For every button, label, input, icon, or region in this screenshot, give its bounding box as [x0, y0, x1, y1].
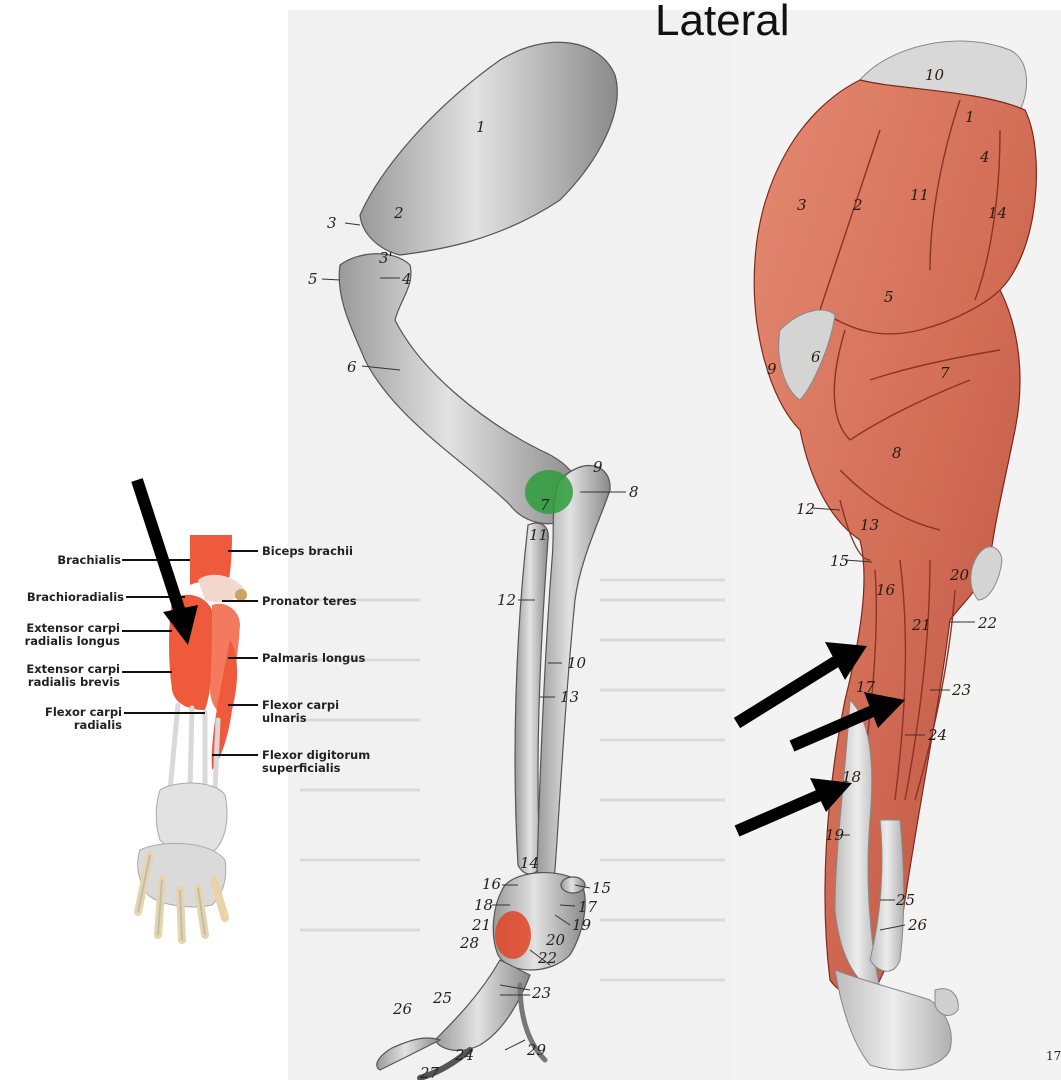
- muscle-number: 21: [911, 616, 931, 634]
- label-pronator-teres: Pronator teres: [262, 595, 382, 608]
- human-forearm-figure: [122, 535, 258, 940]
- skeleton-number: 2: [393, 204, 404, 222]
- muscle-number: 7: [940, 364, 950, 382]
- muscle-number: 1: [965, 108, 975, 126]
- label-biceps-brachii: Biceps brachii: [262, 545, 382, 558]
- skeleton-number: 4: [401, 270, 412, 288]
- skeleton-number: 27: [419, 1064, 440, 1080]
- muscle-number: 26: [907, 916, 928, 934]
- muscle-number: 24: [927, 726, 947, 744]
- skeleton-number: 24: [454, 1046, 474, 1064]
- skeleton-number: 28: [459, 934, 479, 952]
- skeleton-number: 14: [520, 854, 539, 872]
- skeleton-number: 26: [392, 1000, 413, 1018]
- skeleton-number: 12: [497, 591, 516, 609]
- muscle-number: 2: [852, 196, 863, 214]
- muscle-number: 10: [925, 66, 945, 84]
- skeleton-number: 15: [592, 879, 611, 897]
- skeleton-number: 21: [471, 916, 491, 934]
- label-flexor-carpi-ulnaris: Flexor carpi ulnaris: [262, 699, 352, 725]
- muscle-number: 6: [811, 348, 821, 366]
- muscle-number: 13: [860, 516, 879, 534]
- muscle-number: 22: [977, 614, 997, 632]
- skeleton-number: 7: [540, 496, 550, 514]
- label-flexor-carpi-radialis: Flexor carpi radialis: [28, 706, 122, 732]
- skeleton-number: 10: [567, 654, 587, 672]
- muscle-number: 4: [979, 148, 990, 166]
- muscle-number: 3: [797, 196, 807, 214]
- skeleton-number: 9: [593, 458, 603, 476]
- skeleton-number: 3: [327, 214, 337, 232]
- wrist: [156, 783, 227, 852]
- muscle-number: 23: [951, 681, 971, 699]
- label-extensor-carpi-radialis-longus: Extensor carpi radialis longus: [6, 622, 120, 648]
- muscle-number: 25: [895, 891, 915, 909]
- red-highlight-carpus: [495, 911, 531, 959]
- skeleton-number: 3': [379, 249, 393, 267]
- skeleton-number: 17: [578, 898, 598, 916]
- muscle-number: 19: [825, 826, 845, 844]
- medial-epicondyle: [235, 589, 247, 601]
- skeleton-number: 20: [545, 931, 566, 949]
- skeleton-number: 29: [526, 1041, 547, 1059]
- skeleton-number: 25: [432, 989, 452, 1007]
- skeleton-number: 23: [531, 984, 551, 1002]
- label-extensor-carpi-radialis-brevis: Extensor carpi radialis brevis: [6, 663, 120, 689]
- label-brachialis: Brachialis: [18, 554, 121, 567]
- muscle-number: 16: [876, 581, 896, 599]
- label-palmaris-longus: Palmaris longus: [262, 652, 382, 665]
- skeleton-number: 5: [308, 270, 318, 288]
- muscle-number: 9: [767, 360, 777, 378]
- skeleton-number: 11: [529, 526, 548, 544]
- page-number: 17: [1046, 1049, 1061, 1063]
- muscle-number: 14: [988, 204, 1007, 222]
- muscle-number: 8: [892, 444, 902, 462]
- muscle-number: 12: [796, 500, 815, 518]
- skeleton-number: 6: [347, 358, 357, 376]
- skeleton-number: 22: [537, 949, 557, 967]
- skeleton-number: 8: [629, 483, 639, 501]
- skeleton-number: 13: [560, 688, 579, 706]
- muscle-number: 15: [830, 552, 849, 570]
- skeleton-number: 18: [474, 896, 493, 914]
- accessory-carpal: [561, 877, 585, 893]
- forearm-tendons: [170, 705, 218, 790]
- view-title: Lateral: [655, 0, 790, 46]
- arrow-forearm: [137, 480, 198, 645]
- muscle-number: 5: [884, 288, 894, 306]
- muscle-number: 11: [910, 186, 929, 204]
- skeleton-number: 19: [572, 916, 592, 934]
- label-brachioradialis: Brachioradialis: [2, 591, 124, 604]
- skeleton-number: 16: [482, 875, 502, 893]
- skeleton-number: 1: [476, 118, 486, 136]
- label-flexor-digitorum-superficialis: Flexor digitorum superficialis: [262, 749, 372, 775]
- muscle-number: 20: [949, 566, 970, 584]
